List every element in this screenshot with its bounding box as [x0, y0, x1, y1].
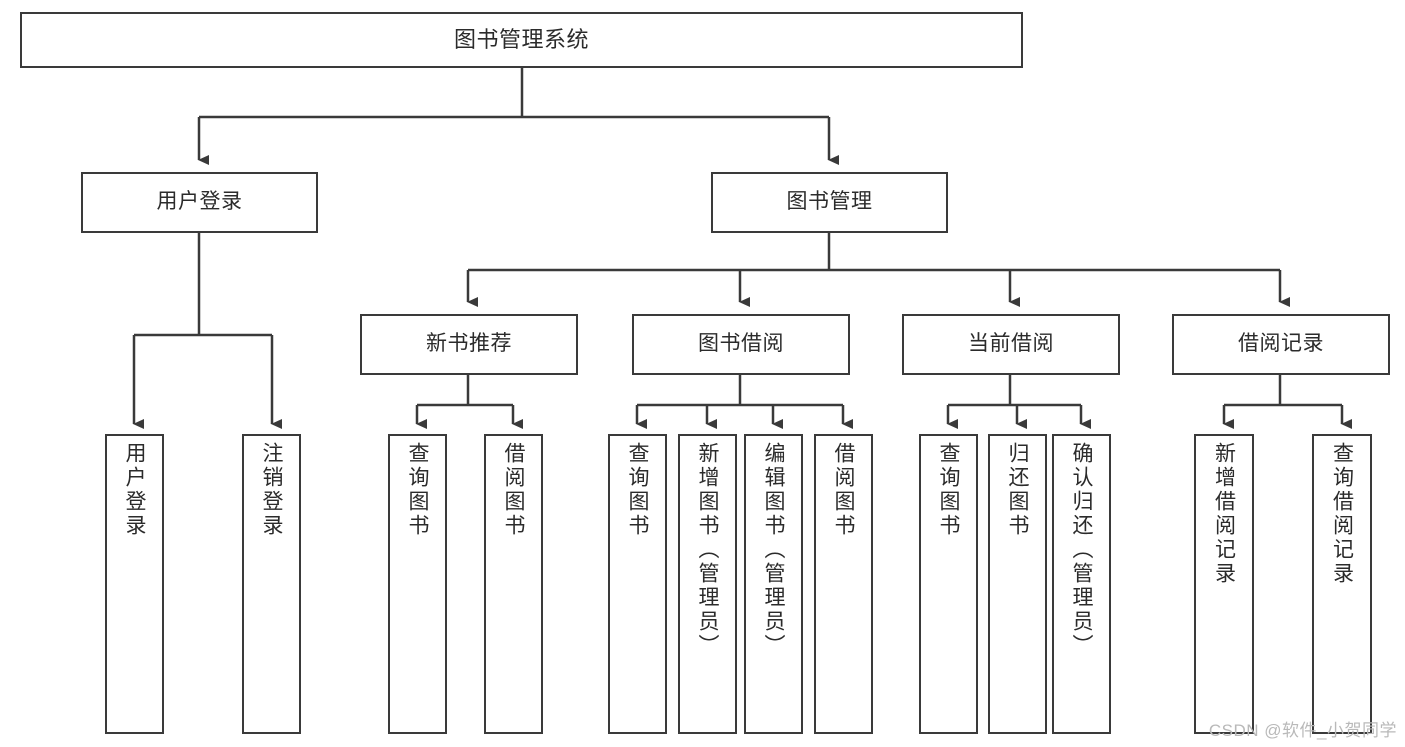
node-leaf-edit-book-admin[interactable]: 编辑图书（管理员）	[744, 434, 803, 734]
node-label: 归还图书	[1006, 442, 1029, 538]
node-leaf-confirm-return-admin[interactable]: 确认归还（管理员）	[1052, 434, 1111, 734]
node-leaf-borrow-book[interactable]: 借阅图书	[814, 434, 873, 734]
node-label: 借阅图书	[832, 442, 855, 538]
node-root-book-management-system[interactable]: 图书管理系统	[20, 12, 1023, 68]
watermark: CSDN @软件_小贺同学	[1208, 721, 1397, 740]
node-label: 借阅记录	[1238, 332, 1324, 356]
node-leaf-query-book-new[interactable]: 查询图书	[388, 434, 447, 734]
node-label: 新书推荐	[426, 332, 512, 356]
node-book-borrow[interactable]: 图书借阅	[632, 314, 850, 375]
node-leaf-query-borrow-record[interactable]: 查询借阅记录	[1312, 434, 1372, 734]
node-label: 图书管理	[786, 190, 873, 214]
node-user-login[interactable]: 用户登录	[81, 172, 318, 233]
node-leaf-user-login[interactable]: 用户登录	[105, 434, 164, 734]
node-label: 编辑图书（管理员）	[762, 442, 785, 658]
node-label: 当前借阅	[968, 332, 1054, 356]
node-borrow-record[interactable]: 借阅记录	[1172, 314, 1390, 375]
node-label: 确认归还（管理员）	[1070, 442, 1093, 658]
node-label: 查询图书	[937, 442, 960, 538]
node-leaf-logout[interactable]: 注销登录	[242, 434, 301, 734]
node-label: 新增借阅记录	[1212, 442, 1236, 586]
node-leaf-query-book-current[interactable]: 查询图书	[919, 434, 978, 734]
node-leaf-query-book-borrow[interactable]: 查询图书	[608, 434, 667, 734]
node-label: 图书管理系统	[453, 27, 589, 53]
node-label: 注销登录	[260, 442, 283, 538]
node-book-management[interactable]: 图书管理	[711, 172, 948, 233]
node-label: 用户登录	[123, 442, 146, 538]
node-label: 借阅图书	[502, 442, 525, 538]
node-leaf-add-borrow-record[interactable]: 新增借阅记录	[1194, 434, 1254, 734]
node-current-borrow[interactable]: 当前借阅	[902, 314, 1120, 375]
node-label: 新增图书（管理员）	[696, 442, 719, 658]
node-label: 查询图书	[406, 442, 429, 538]
node-label: 图书借阅	[698, 332, 784, 356]
node-leaf-borrow-book-new[interactable]: 借阅图书	[484, 434, 543, 734]
node-new-book-recommend[interactable]: 新书推荐	[360, 314, 578, 375]
node-leaf-return-book[interactable]: 归还图书	[988, 434, 1047, 734]
node-label: 查询借阅记录	[1330, 442, 1354, 586]
node-label: 查询图书	[626, 442, 649, 538]
node-label: 用户登录	[156, 190, 243, 214]
node-leaf-add-book-admin[interactable]: 新增图书（管理员）	[678, 434, 737, 734]
